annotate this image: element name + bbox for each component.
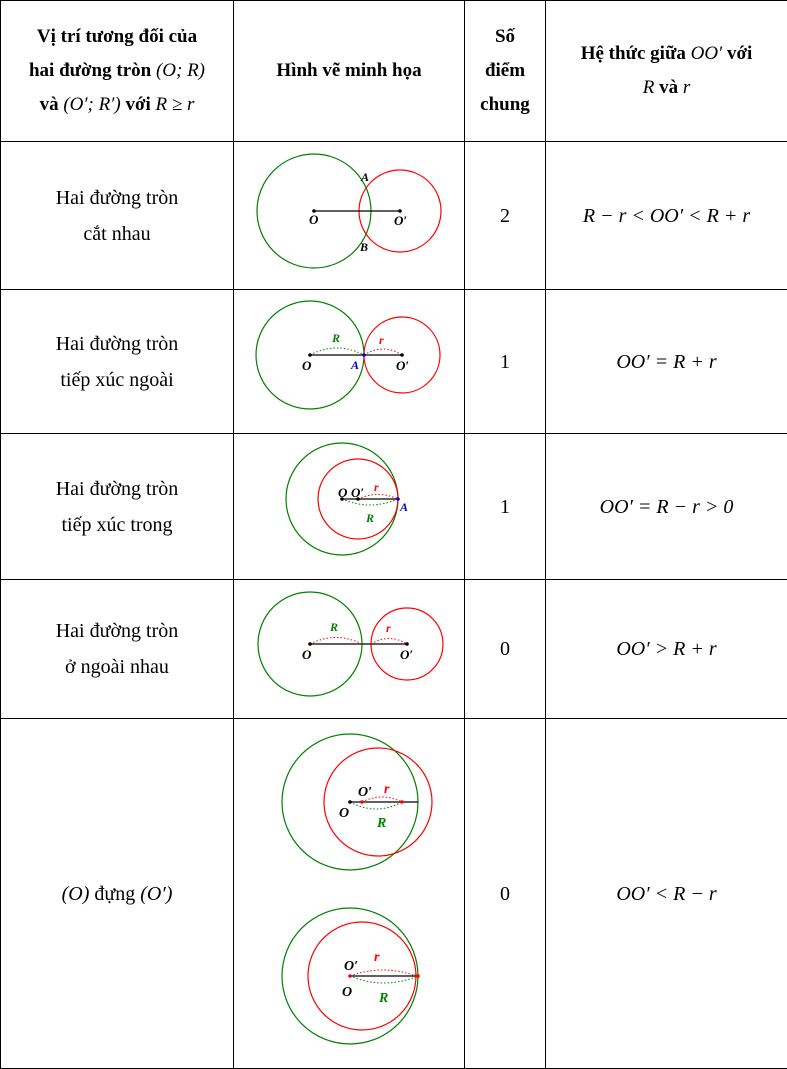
label-small-r: r (379, 333, 384, 347)
illustration-cell: O O′ R r (233, 579, 465, 719)
illustration-cell: O O′ A B (233, 141, 465, 290)
illustration-cell: O O′ A r R (233, 433, 465, 580)
label-small-r: r (384, 782, 390, 797)
label-big-r: R (378, 991, 388, 1006)
label-o-prime: O′ (344, 959, 358, 974)
label-o: O (339, 806, 349, 821)
separate-circles-figure: O O′ R r (257, 590, 444, 697)
label-o-prime: O′ (396, 358, 409, 373)
label-o-prime: O′ (394, 213, 407, 228)
label-big-r: R (365, 511, 374, 525)
header-position-line2: hai đường tròn (O; R) (28, 60, 206, 81)
header-row: Vị trí tương đối của hai đường tròn (O; … (0, 0, 787, 142)
header-relation: Hệ thức giữa OO′ với R và r (545, 0, 787, 142)
count-cell: 2 (464, 141, 546, 290)
illustration-cell: O O′ A R r (233, 289, 465, 434)
intersecting-circles-figure: O O′ A B (256, 152, 442, 269)
figure-a: O′ O r R (281, 732, 433, 871)
label-small-r: r (386, 621, 391, 635)
label-o: O (302, 647, 312, 662)
count-cell: 0 (464, 579, 546, 719)
header-position-line1: Vị trí tương đối của (36, 26, 198, 47)
external-tangent-figure: O O′ A R r (255, 299, 441, 410)
count-cell: 0 (464, 718, 546, 1069)
contained-circles-figure: O′ O r R O′ O r R (281, 732, 433, 1045)
label-small-r: r (374, 950, 380, 965)
formula-cell: OO′ < R − r (545, 718, 787, 1069)
formula-cell: OO′ > R + r (545, 579, 787, 719)
label-a: A (350, 358, 359, 372)
count-cell: 1 (464, 289, 546, 434)
label-small-r: r (374, 480, 379, 494)
header-illustration: Hình vẽ minh họa (233, 0, 465, 142)
label-big-r: R (331, 331, 340, 345)
formula-cell: OO′ = R − r > 0 (545, 433, 787, 580)
internal-tangent-figure: O O′ A r R (285, 441, 408, 556)
label-a: A (360, 170, 369, 184)
label-o-prime: O′ (351, 485, 364, 500)
label-big-r: R (376, 816, 386, 831)
label-big-r: R (329, 620, 338, 634)
label-a: A (399, 500, 408, 514)
figure-b: O′ O r R (281, 906, 420, 1045)
label-b: B (359, 240, 368, 254)
label-o-prime: O′ (400, 647, 413, 662)
header-position: Vị trí tương đối của hai đường tròn (O; … (0, 0, 234, 142)
illustration-cell: O′ O r R O′ O r R (233, 718, 465, 1069)
formula-cell: R − r < OO′ < R + r (545, 141, 787, 290)
label-o: O (342, 985, 352, 1000)
label-o: O (338, 485, 348, 500)
position-cell: (O) đựng (O′) (0, 718, 234, 1069)
header-common-points: Số điểm chung (464, 0, 546, 142)
count-cell: 1 (464, 433, 546, 580)
label-o-prime: O′ (358, 785, 372, 800)
row-contains: (O) đựng (O′) O′ O r R (0, 718, 787, 1069)
label-o: O (309, 212, 319, 227)
label-o: O (302, 358, 312, 373)
header-position-line3: và (O′; R′) với R ≥ r (39, 94, 195, 115)
formula-cell: OO′ = R + r (545, 289, 787, 434)
